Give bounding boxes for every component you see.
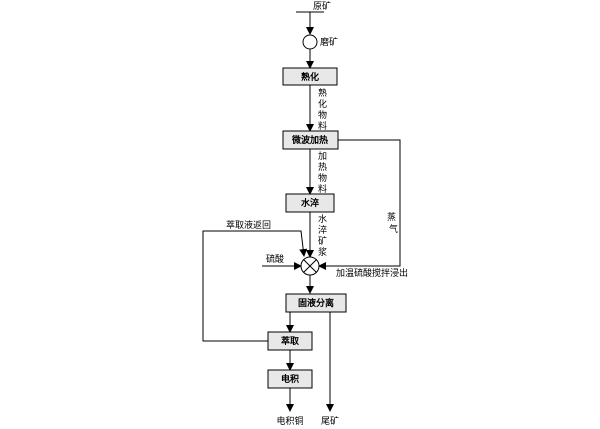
electrowinning-box: 电积 <box>267 369 313 389</box>
svg-text:料: 料 <box>318 183 327 195</box>
acid-leach-label: 加温硫酸搅拌浸出 <box>336 267 408 279</box>
svg-text:蒸: 蒸 <box>387 211 396 223</box>
svg-text:熟: 熟 <box>318 87 327 99</box>
svg-text:气: 气 <box>389 223 398 235</box>
svg-text:料: 料 <box>318 120 327 132</box>
maturation-box: 熟化 <box>282 67 338 86</box>
electrowinning-label: 电积 <box>281 373 299 385</box>
matured-material-label: 熟 化 物 料 <box>318 87 327 132</box>
svg-text:浆: 浆 <box>318 246 327 258</box>
svg-text:物: 物 <box>318 172 327 184</box>
svg-text:水: 水 <box>318 213 327 225</box>
edge-raffinate-return <box>202 230 308 342</box>
heated-material-label: 加 热 物 料 <box>318 151 327 195</box>
svg-text:物: 物 <box>318 109 327 121</box>
electro-copper-label: 电积铜 <box>276 415 303 427</box>
sulfuric-acid-label: 硫酸 <box>266 253 284 265</box>
maturation-label: 熟化 <box>301 71 319 83</box>
grinding-label: 磨矿 <box>320 36 338 48</box>
raw-ore-label: 原矿 <box>313 0 331 12</box>
quench-box: 水淬 <box>285 193 335 213</box>
extraction-label: 萃取 <box>281 335 300 347</box>
quench-slurry-label: 水 淬 矿 浆 <box>318 213 327 258</box>
svg-text:矿: 矿 <box>318 235 327 247</box>
steam-label: 蒸 气 <box>387 211 398 235</box>
microwave-box: 微波加热 <box>282 130 339 150</box>
separation-label: 固液分离 <box>298 297 334 309</box>
microwave-label: 微波加热 <box>291 134 328 146</box>
tailings-label: 尾矿 <box>321 415 339 427</box>
leach-mixer-node <box>300 256 320 276</box>
grinding-node <box>302 34 318 50</box>
extraction-box: 萃取 <box>267 331 313 351</box>
quench-label: 水淬 <box>301 197 319 209</box>
svg-text:化: 化 <box>318 98 327 110</box>
svg-text:热: 热 <box>318 161 327 173</box>
raffinate-return-label: 萃取液返回 <box>226 219 271 231</box>
separation-box: 固液分离 <box>285 293 347 313</box>
edge-steam-loop <box>318 139 401 270</box>
svg-text:加: 加 <box>318 151 327 162</box>
svg-text:淬: 淬 <box>318 224 327 236</box>
